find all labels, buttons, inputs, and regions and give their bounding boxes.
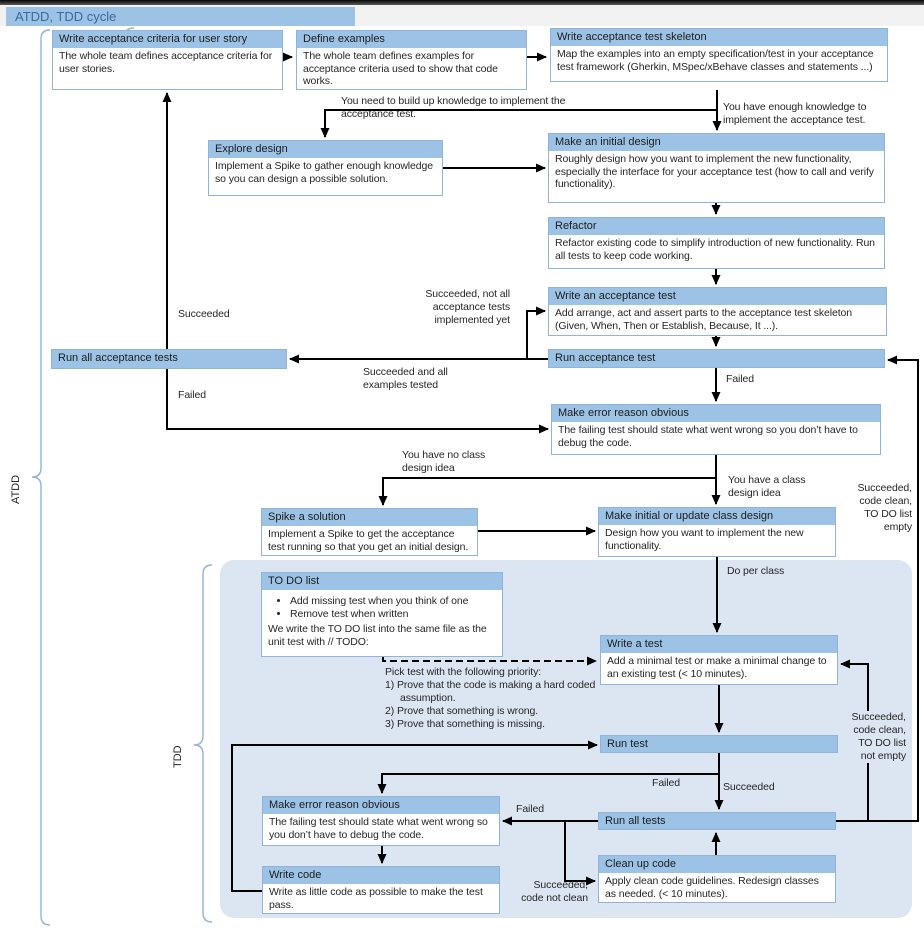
node-title: Write an acceptance test (549, 288, 886, 305)
label-failed-acceptance: Failed (726, 373, 754, 385)
node-spike-a-solution: Spike a solution Implement a Spike to ge… (261, 508, 478, 556)
todo-note: We write the TO DO list into the same fi… (268, 623, 487, 648)
node-title: Make initial or update class design (599, 508, 835, 525)
node-run-all-tests: Run all tests (598, 812, 836, 830)
arrow-runtest-failed-mero2 (377, 773, 719, 794)
node-title: Make error reason obvious (552, 405, 880, 422)
node-body: Apply clean code guidelines. Redesign cl… (605, 875, 819, 900)
label-succeeded-clean-notempty: Succeeded, code clean, TO DO list not em… (838, 711, 906, 763)
node-body: The whole team defines examples for acce… (303, 50, 498, 87)
tdd-brace (193, 564, 213, 923)
node-make-error-reason-obvious-atdd: Make error reason obvious The failing te… (551, 404, 881, 455)
arrow-todo-writetest-dashed (382, 656, 597, 666)
label-do-per-class: Do per class (727, 565, 785, 577)
label-succeeded: Succeeded (178, 308, 230, 320)
node-write-a-test: Write a test Add a minimal test or make … (600, 635, 838, 685)
arrow-skeleton-explore (320, 109, 717, 138)
node-write-acceptance-test: Write an acceptance test Add arrange, ac… (548, 287, 887, 336)
node-body: Refactor existing code to simplify intro… (555, 237, 875, 262)
arrow-notclean-cleanup (564, 821, 596, 886)
node-title: TO DO list (262, 573, 502, 590)
node-body: The failing test should state what went … (558, 424, 858, 449)
node-title: Run all tests (605, 815, 666, 827)
label-succeeded-all-examples: Succeeded and all examples tested (363, 366, 448, 391)
node-body: Add arrange, act and assert parts to the… (555, 307, 853, 332)
node-title: Write code (263, 867, 499, 884)
node-title: Run all acceptance tests (58, 352, 178, 364)
node-write-acceptance-test-skeleton: Write acceptance test skeleton Map the e… (550, 28, 888, 82)
node-body: Implement a Spike to gather enough knowl… (215, 160, 433, 185)
node-title: Define examples (297, 31, 526, 48)
node-title: Write acceptance test skeleton (551, 29, 887, 46)
node-body: Add a minimal test or make a minimal cha… (607, 655, 827, 680)
node-write-acceptance-criteria: Write acceptance criteria for user story… (52, 30, 283, 90)
label-build-knowledge: You need to build up knowledge to implem… (341, 95, 566, 120)
label-succeeded-not-all: Succeeded, not all acceptance tests impl… (425, 288, 510, 326)
label-no-class-idea: You have no class design idea (402, 449, 486, 474)
label-tdd-group: TDD (172, 745, 184, 768)
label-pick-priority: Pick test with the following priority: 1… (385, 666, 596, 730)
arrow-runallat-failed-mero1 (166, 369, 549, 434)
node-body: Write as little code as possible to make… (269, 886, 483, 911)
label-failed-runtest: Failed (652, 777, 680, 789)
node-run-acceptance-test: Run acceptance test (548, 349, 885, 368)
node-make-initial-design: Make an initial design Roughly design ho… (548, 133, 885, 203)
todo-bullet: Add missing test when you think of one (290, 595, 496, 608)
node-define-examples: Define examples The whole team defines e… (296, 30, 527, 90)
node-make-error-reason-obvious-tdd: Make error reason obvious The failing te… (262, 796, 500, 846)
label-succeeded-not-clean: Succeeded, code not clean (521, 879, 588, 904)
node-make-initial-or-update-class-design: Make initial or update class design Desi… (598, 507, 836, 557)
label-failed-runalltests: Failed (516, 803, 544, 815)
node-body: Design how you want to implement the new… (605, 527, 804, 552)
node-title: Run test (607, 738, 648, 750)
arrow-outer-loop-runat (836, 355, 919, 822)
arrow-writecode-runtest (231, 740, 598, 892)
node-title: Make error reason obvious (263, 797, 499, 814)
node-title: Run acceptance test (555, 352, 656, 364)
node-run-all-acceptance-tests: Run all acceptance tests (51, 349, 287, 369)
label-class-idea: You have a class design idea (728, 474, 806, 499)
node-explore-design: Explore design Implement a Spike to gath… (208, 140, 443, 196)
node-refactor: Refactor Refactor existing code to simpl… (548, 217, 885, 269)
node-todo-list: TO DO list Add missing test when you thi… (261, 572, 503, 657)
node-title: Make an initial design (549, 134, 884, 151)
node-title: Write acceptance criteria for user story (53, 31, 282, 48)
node-title: Write a test (601, 636, 837, 653)
label-succeeded-runtest: Succeeded (723, 781, 775, 793)
node-title: Clean up code (599, 856, 835, 873)
node-body: The whole team defines acceptance criter… (59, 50, 273, 75)
node-body: The failing test should state what went … (269, 816, 488, 841)
window-top-edge (0, 0, 924, 5)
arrow-runat-writeat-loop (526, 306, 546, 359)
todo-bullet: Remove test when written (290, 608, 496, 621)
label-enough-knowledge: You have enough knowledge to implement t… (723, 101, 867, 126)
node-body: Add missing test when you think of one R… (262, 590, 502, 651)
diagram-title: ATDD, TDD cycle (6, 7, 355, 26)
todo-bullet-list: Add missing test when you think of one R… (268, 595, 496, 621)
atdd-brace (31, 29, 51, 926)
arrow-mero1-spike (378, 477, 716, 506)
node-title: Spike a solution (262, 509, 477, 526)
node-body: Roughly design how you want to implement… (555, 153, 874, 190)
node-write-code: Write code Write as little code as possi… (262, 866, 500, 914)
arrow-inner-loop-writetest (840, 659, 869, 821)
node-body: Implement a Spike to get the acceptance … (268, 528, 469, 553)
node-run-test: Run test (600, 735, 838, 753)
node-title: Refactor (549, 218, 884, 235)
node-title: Explore design (209, 141, 442, 158)
label-succeeded-clean-empty: Succeeded, code clean, TO DO list empty (857, 482, 913, 533)
label-atdd-group: ATDD (10, 474, 22, 504)
label-failed: Failed (178, 389, 206, 401)
node-clean-up-code: Clean up code Apply clean code guideline… (598, 855, 836, 903)
node-body: Map the examples into an empty specifica… (557, 48, 874, 73)
